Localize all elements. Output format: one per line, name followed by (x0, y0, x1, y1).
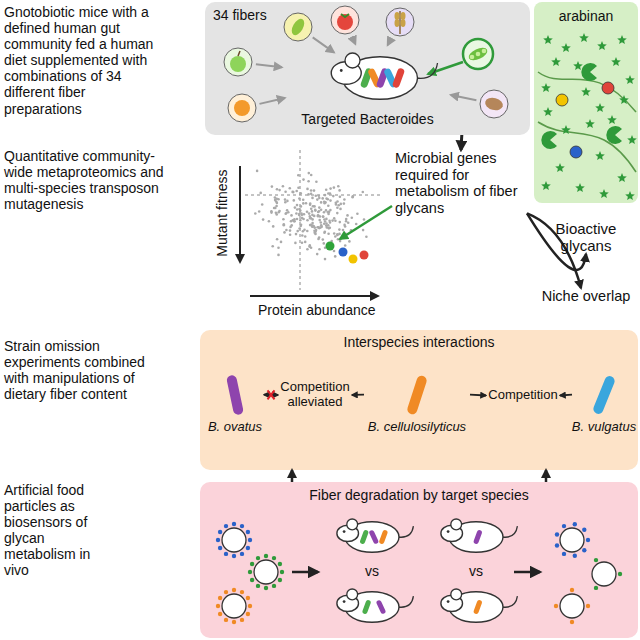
interaction-text: Competition alleviated (278, 380, 352, 410)
niche-text: Niche overlap (536, 288, 636, 305)
panel-backgrounds (200, 2, 638, 638)
node-text: B. ovatus (208, 420, 262, 435)
panel-title: Interspecies interactions (200, 334, 638, 350)
comparison-label-holder: vs (360, 563, 384, 579)
species: B. ovatus (206, 370, 264, 435)
panel-title: 34 fibers (213, 7, 267, 23)
node-text: Competition (486, 388, 560, 403)
panel-title: arabinan (557, 8, 616, 24)
node-text: B. vulgatus (572, 420, 636, 435)
method-note-holder: Quantitative community-wide metaproteomi… (4, 148, 164, 212)
axis-label: Protein abundance (258, 302, 388, 318)
method-note: Quantitative community-wide metaproteomi… (4, 148, 164, 212)
axis-label: Mutant fitness (214, 163, 230, 263)
fiber-panel: 34 fibersTargeted Bacteroides (205, 2, 530, 135)
method-note: Strain omission experiments combined wit… (4, 338, 169, 402)
connector-arrow (460, 135, 464, 150)
blocked-mark (268, 390, 275, 399)
axis-label-holder: Protein abundance (258, 302, 388, 318)
node-text: Bioactive glycans (536, 220, 636, 255)
arabinan-illustration (538, 33, 637, 200)
species: B. cellulosilyticus (364, 370, 470, 435)
food-icons (224, 6, 508, 122)
interaction-text: Competition (486, 388, 560, 403)
species: B. vulgatus (572, 370, 636, 435)
panel-background (200, 482, 638, 638)
bacterium-icon (220, 370, 250, 420)
panel-background (200, 330, 638, 470)
node-text: Competition alleviated (278, 380, 352, 410)
bacterium-icon (589, 370, 619, 420)
panel-background (534, 2, 638, 203)
connector-arrow (291, 470, 294, 482)
connector-arrow (545, 470, 548, 482)
node-text: Niche overlap (536, 288, 636, 305)
comparison-label: vs (360, 563, 384, 579)
panel-background (205, 2, 530, 135)
node-text: Microbial genes required for metabolism … (395, 150, 527, 217)
node-text: B. cellulosilyticus (368, 420, 466, 435)
method-note-holder: Artificial food particles as biosensors … (4, 482, 116, 579)
glycan-panel: arabinanBioactive glycans (534, 2, 638, 254)
connector-arrow (470, 394, 486, 397)
connector-arrow (352, 394, 364, 396)
method-note: Gnotobiotic mice with a defined human gu… (4, 4, 164, 117)
method-note-holder: Strain omission experiments combined wit… (4, 338, 169, 402)
food-particle-illustration (216, 522, 622, 624)
scatter-plot (240, 150, 392, 296)
interaction-panel: Interspecies interactions B. ovatus Compet… (200, 330, 638, 470)
connector-arrow (560, 394, 572, 397)
genes-text: Microbial genes required for metabolism … (395, 150, 527, 217)
method-note-holder: Gnotobiotic mice with a defined human gu… (4, 4, 164, 117)
method-note: Artificial food particles as biosensors … (4, 482, 116, 579)
node-text: Targeted Bacteroides (301, 111, 433, 127)
bacterium-icon (402, 370, 432, 420)
degradation-panel: Fiber degradation by target species (200, 482, 638, 638)
axis-label-holder: Mutant fitness (214, 163, 230, 263)
comparison-label-holder: vs (464, 563, 488, 579)
panel-title: Fiber degradation by target species (200, 487, 638, 503)
comparison-label: vs (464, 563, 488, 579)
